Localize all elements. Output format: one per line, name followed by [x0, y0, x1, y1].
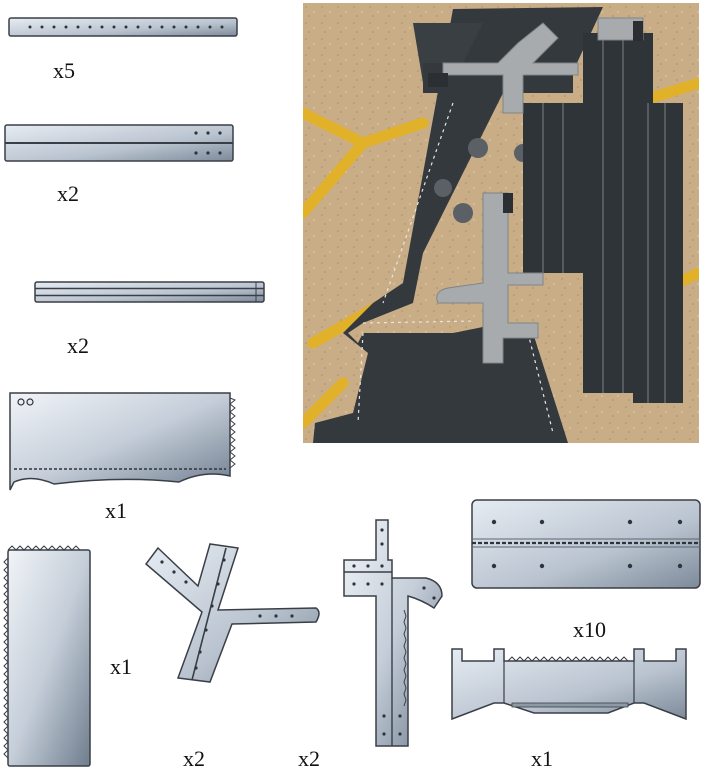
qty-label-y-bracket: x2: [183, 746, 205, 771]
y-bracket-part: [140, 540, 326, 690]
qty-label-saddle-bracket: x1: [531, 746, 553, 771]
t-bracket-part: [338, 516, 448, 752]
long-strip-part: [8, 16, 240, 40]
qty-label-t-bracket: x2: [298, 746, 320, 771]
parts-photo: [303, 3, 699, 443]
qty-label-double-strip: x2: [57, 181, 79, 206]
qty-label-hinge-plate: x10: [573, 617, 606, 642]
qty-label-long-strip: x5: [53, 58, 75, 83]
saddle-bracket-part: [448, 645, 694, 725]
hinge-plate-part: [470, 498, 704, 592]
qty-label-triple-strip: x2: [67, 333, 89, 358]
qty-label-bulkhead-panel: x1: [105, 498, 127, 523]
bulkhead-panel-part: [4, 390, 240, 496]
double-strip-part: [4, 124, 238, 164]
tall-panel-part: [2, 544, 100, 772]
qty-label-tall-panel: x1: [110, 654, 132, 679]
triple-strip-part: [34, 281, 268, 305]
